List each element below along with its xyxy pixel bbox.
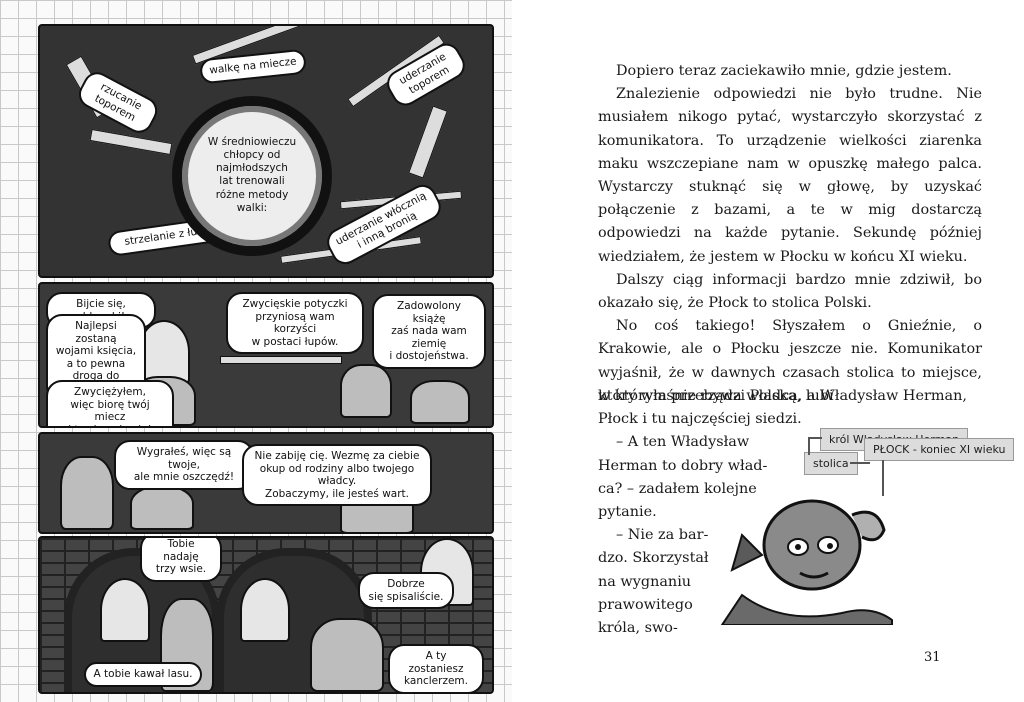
text-line: – A ten Władysław bbox=[616, 434, 750, 451]
speech-bubble: Zwycięskie potyczki przyniosą wam korzyś… bbox=[226, 292, 364, 355]
boy-figure bbox=[310, 618, 384, 692]
paragraph: No coś takiego! Słyszałem o Gnieźnie, o … bbox=[598, 318, 982, 404]
arrow-connector bbox=[808, 437, 822, 439]
label-city: PŁOCK - koniec XI wieku bbox=[864, 438, 1015, 461]
speech-bubble: Dobrze się spisaliście. bbox=[358, 572, 454, 610]
character-illustration bbox=[720, 499, 893, 625]
knight-figure bbox=[240, 578, 290, 642]
label-spear-strike: uderzanie włócznią i inną bronią bbox=[322, 180, 446, 270]
axe-illustration bbox=[408, 105, 448, 179]
arrow-connector bbox=[850, 462, 870, 464]
paragraph: Dalszy ciąg informacji bardzo mnie zdziw… bbox=[598, 271, 982, 312]
paragraph: Dopiero teraz zaciekawiło mnie, gdzie je… bbox=[616, 63, 952, 79]
boy-figure bbox=[340, 364, 392, 418]
comic-panel-weapons: walkę na miecze rzucanie toporem uderzan… bbox=[38, 24, 494, 278]
speech-bubble: Zwyciężyłem, więc biorę twój miecz i two… bbox=[46, 380, 174, 426]
label-axe-throwing: rzucanie toporem bbox=[73, 67, 163, 138]
boy-figure bbox=[60, 456, 114, 530]
paragraph: Znalezienie odpowiedzi nie było trudne. … bbox=[598, 86, 982, 265]
speech-bubble: A tobie kawał lasu. bbox=[84, 662, 202, 687]
boy-figure bbox=[130, 486, 194, 530]
text-line: dzo. Skorzystał bbox=[598, 550, 709, 567]
shield-illustration bbox=[172, 96, 332, 256]
text-page: Dopiero teraz zaciekawiło mnie, gdzie je… bbox=[512, 0, 1024, 702]
text-line: – Nie za bar- bbox=[616, 527, 709, 544]
shield-caption: W średniowieczu chłopcy od najmłodszych … bbox=[207, 136, 297, 214]
speech-bubble: Wygrałeś, więc są twoje, ale mnie oszczę… bbox=[114, 440, 254, 490]
label-capital: stolica bbox=[804, 452, 858, 475]
text-line: króla, swo- bbox=[598, 620, 678, 637]
comic-panel-training: Bijcie się, chłopaki! Najlepsi zostaną w… bbox=[38, 282, 494, 428]
arrow-connector bbox=[882, 460, 884, 496]
knight-figure bbox=[100, 578, 150, 642]
speech-bubble: Zadowolony książę zaś nada wam ziemię i … bbox=[372, 294, 486, 369]
page-number: 31 bbox=[924, 650, 941, 665]
text-line: pytanie. bbox=[598, 504, 657, 521]
text-line: ca? – zadałem kolejne bbox=[598, 480, 757, 497]
text-line: Herman to dobry wład- bbox=[598, 457, 768, 474]
comic-page: walkę na miecze rzucanie toporem uderzan… bbox=[0, 0, 512, 702]
comic-panel-rewards: Tobie nadaję trzy wsie. Dobrze się spisa… bbox=[38, 536, 494, 694]
arrow-connector bbox=[808, 437, 810, 455]
wrapped-text: który właśnie rządzi Polską, lubi Płock … bbox=[598, 385, 834, 640]
speech-bubble: Tobie nadaję trzy wsie. bbox=[140, 538, 222, 582]
text-line: który właśnie rządzi Polską, lubi bbox=[598, 388, 834, 404]
comic-panel-duel: Wygrałeś, więc są twoje, ale mnie oszczę… bbox=[38, 432, 494, 534]
text-line: prawowitego bbox=[598, 596, 693, 613]
boy-figure bbox=[410, 380, 470, 424]
speech-bubble: A ty zostaniesz kanclerzem. bbox=[388, 644, 484, 692]
text-line: Płock i tu najczęściej siedzi. bbox=[598, 411, 802, 428]
speech-bubble: Nie zabiję cię. Wezmę za ciebie okup od … bbox=[242, 444, 432, 507]
prose-body: Dopiero teraz zaciekawiło mnie, gdzie je… bbox=[598, 60, 982, 408]
comic-strip: walkę na miecze rzucanie toporem uderzan… bbox=[38, 14, 494, 694]
weapon-rack bbox=[220, 356, 342, 364]
axe-illustration bbox=[89, 128, 173, 156]
text-line: na wygnaniu bbox=[598, 573, 692, 590]
